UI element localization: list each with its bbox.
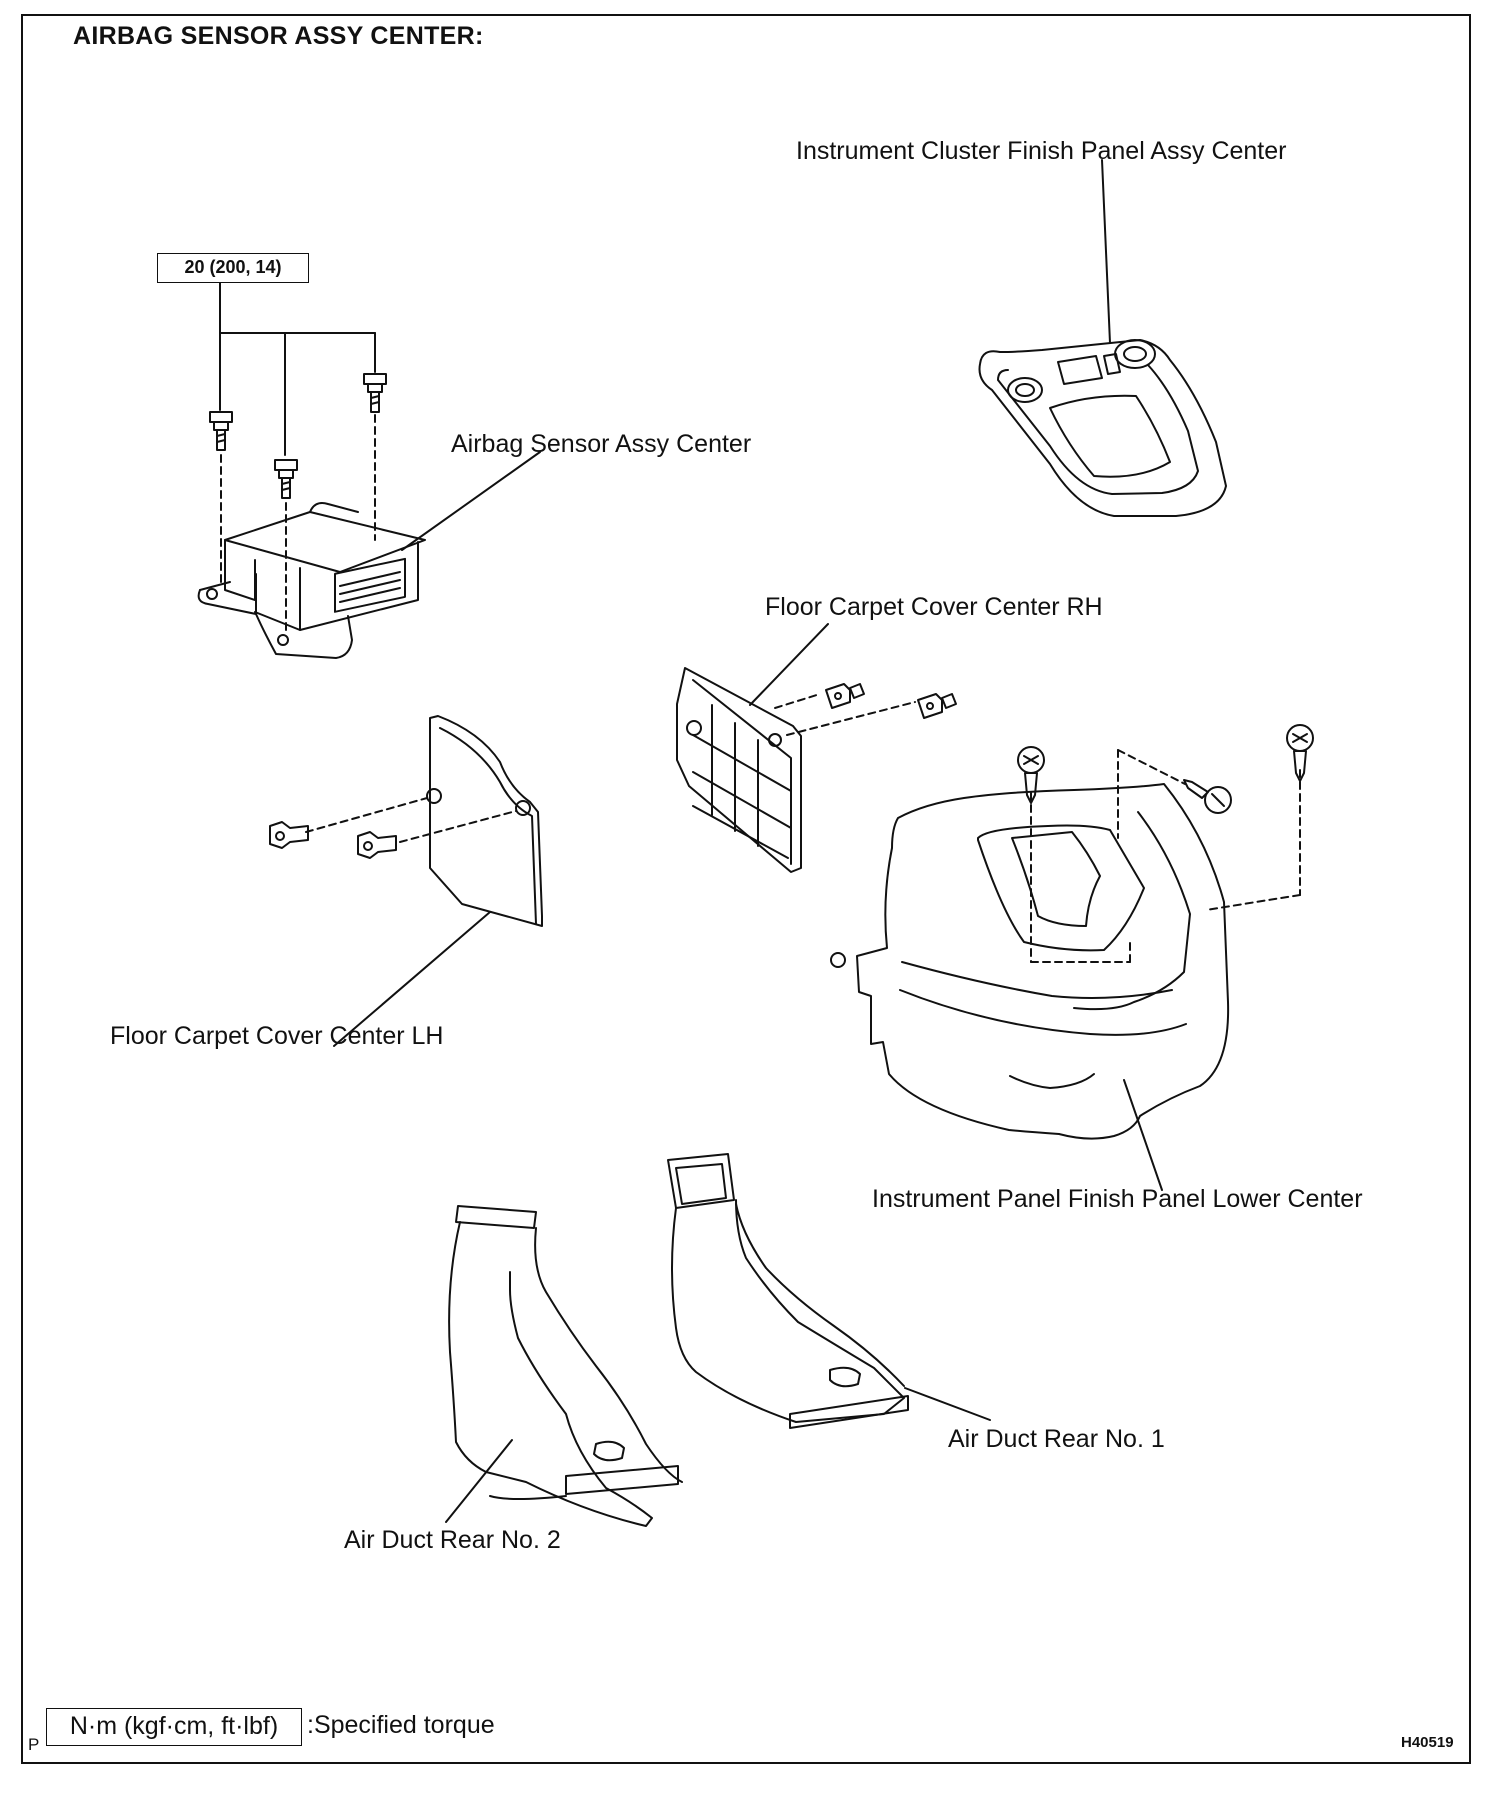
label-cluster-panel: Instrument Cluster Finish Panel Assy Cen… bbox=[796, 137, 1287, 165]
leader-duct-2 bbox=[445, 1439, 513, 1523]
screw-alignment-lines bbox=[1030, 749, 1301, 963]
label-duct-2: Air Duct Rear No. 2 bbox=[344, 1526, 561, 1554]
clip-icon bbox=[825, 683, 865, 709]
bolt-icon bbox=[274, 459, 298, 499]
clip-icon bbox=[917, 693, 957, 719]
leader-duct-1 bbox=[904, 1387, 991, 1421]
figure-code: H40519 bbox=[1401, 1734, 1454, 1751]
screw-icon bbox=[1017, 746, 1045, 804]
label-lower-center: Instrument Panel Finish Panel Lower Cent… bbox=[872, 1185, 1363, 1213]
lower-center-panel-drawing bbox=[830, 783, 1230, 1140]
label-duct-1: Air Duct Rear No. 1 bbox=[948, 1425, 1165, 1453]
leader-airbag-sensor bbox=[401, 451, 541, 551]
torque-leader-lines bbox=[219, 282, 376, 456]
label-carpet-rh: Floor Carpet Cover Center RH bbox=[765, 593, 1103, 621]
leader-cluster-panel bbox=[1101, 159, 1111, 344]
clip-alignment-lines bbox=[774, 693, 916, 736]
airbag-sensor-drawing bbox=[197, 502, 426, 659]
bolt-icon bbox=[363, 373, 387, 413]
carpet-cover-rh-drawing bbox=[676, 667, 802, 873]
air-duct-2-drawing bbox=[448, 1205, 683, 1527]
leader-carpet-lh bbox=[333, 911, 491, 1047]
carpet-cover-lh-drawing bbox=[426, 715, 543, 927]
page-title: AIRBAG SENSOR ASSY CENTER: bbox=[73, 22, 484, 50]
legend-unit-box: N·m (kgf·cm, ft·lbf) bbox=[46, 1708, 302, 1746]
label-airbag-sensor: Airbag Sensor Assy Center bbox=[451, 430, 752, 458]
label-carpet-lh: Floor Carpet Cover Center LH bbox=[110, 1022, 444, 1050]
leader-carpet-rh bbox=[749, 623, 829, 706]
leader-lower-center bbox=[1123, 1079, 1163, 1191]
cluster-panel-drawing bbox=[978, 339, 1227, 517]
bolt-alignment-lines bbox=[220, 414, 376, 636]
air-duct-1-drawing bbox=[667, 1153, 909, 1429]
clip-alignment-lines bbox=[305, 797, 517, 843]
screw-icon bbox=[1183, 779, 1232, 814]
corner-letter: P bbox=[28, 1735, 40, 1754]
clip-icon bbox=[357, 831, 397, 859]
diagram-frame bbox=[21, 14, 1471, 1764]
torque-spec-box: 20 (200, 14) bbox=[157, 253, 309, 283]
screw-icon bbox=[1286, 724, 1314, 782]
legend-text: :Specified torque bbox=[307, 1711, 495, 1739]
bolt-icon bbox=[209, 411, 233, 451]
clip-icon bbox=[269, 821, 309, 849]
